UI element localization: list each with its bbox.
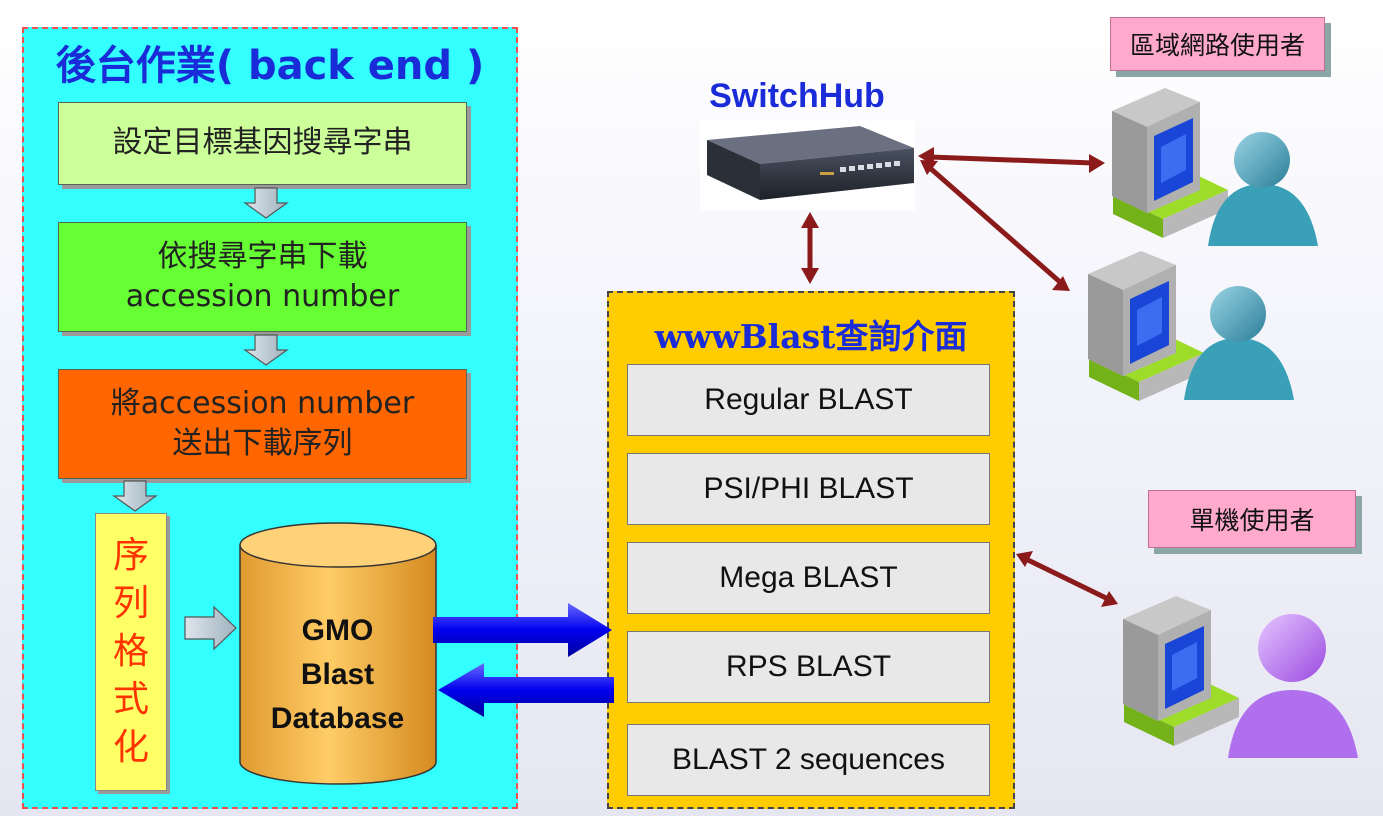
blast-2-sequences-button[interactable]: BLAST 2 sequences — [627, 724, 990, 796]
connector-blast-standalone-user — [1016, 551, 1118, 607]
regular-blast-button[interactable]: Regular BLAST — [627, 364, 990, 436]
user-icon-1 — [1208, 132, 1318, 246]
step-send-accession: 將accession number 送出下載序列 — [58, 369, 467, 479]
database-line: Database — [270, 702, 405, 735]
step-send-line1: 將accession number — [110, 385, 415, 421]
format-char: 化 — [112, 727, 149, 768]
database-line: Blast — [300, 658, 375, 691]
computer-icon-2 — [1088, 251, 1204, 401]
step-set-search-string: 設定目標基因搜尋字串 — [58, 102, 467, 185]
gmo-blast-database-label: GMO Blast Database — [240, 600, 435, 750]
connector-switch-blast — [801, 212, 819, 284]
arrow-db-to-blast — [433, 603, 612, 657]
format-char: 式 — [112, 679, 149, 720]
step-download-line1: 依搜尋字串下載 — [157, 238, 368, 274]
mega-blast-button[interactable]: Mega BLAST — [627, 542, 990, 614]
down-arrow-1 — [243, 187, 289, 219]
connector-switch-lan-user-1 — [918, 147, 1105, 173]
switch-hub-icon — [707, 126, 914, 200]
format-char: 列 — [112, 583, 149, 624]
down-arrow-2 — [243, 334, 289, 366]
step-set-search-string-label: 設定目標基因搜尋字串 — [112, 125, 413, 161]
right-arrow-format — [184, 605, 237, 651]
database-line: GMO — [301, 614, 374, 647]
backend-title: 後台作業( back end ) — [55, 43, 485, 89]
sequence-format-box: 序 列 格 式 化 — [95, 513, 167, 791]
step-send-line2: 送出下載序列 — [172, 426, 353, 461]
user-icon-3 — [1228, 614, 1358, 758]
format-char: 格 — [112, 631, 149, 672]
lan-users-label: 區域網路使用者 — [1110, 17, 1325, 71]
standalone-user-label: 單機使用者 — [1148, 490, 1356, 548]
computer-icon-3 — [1123, 596, 1239, 746]
format-char: 序 — [112, 535, 149, 576]
step-download-accession: 依搜尋字串下載 accession number — [58, 222, 467, 332]
database-icon — [239, 522, 437, 785]
switchhub-label: SwitchHub — [709, 76, 885, 115]
down-arrow-3 — [112, 480, 158, 512]
arrow-blast-to-db — [438, 663, 614, 717]
psi-phi-blast-button[interactable]: PSI/PHI BLAST — [627, 453, 990, 525]
step-download-line2: accession number — [125, 279, 400, 314]
user-icon-2 — [1184, 286, 1294, 400]
connector-switch-lan-user-2 — [920, 160, 1070, 291]
computer-icon-1 — [1112, 88, 1228, 238]
rps-blast-button[interactable]: RPS BLAST — [627, 631, 990, 703]
wwwblast-title: wwwBlast查詢介面 — [654, 317, 968, 356]
